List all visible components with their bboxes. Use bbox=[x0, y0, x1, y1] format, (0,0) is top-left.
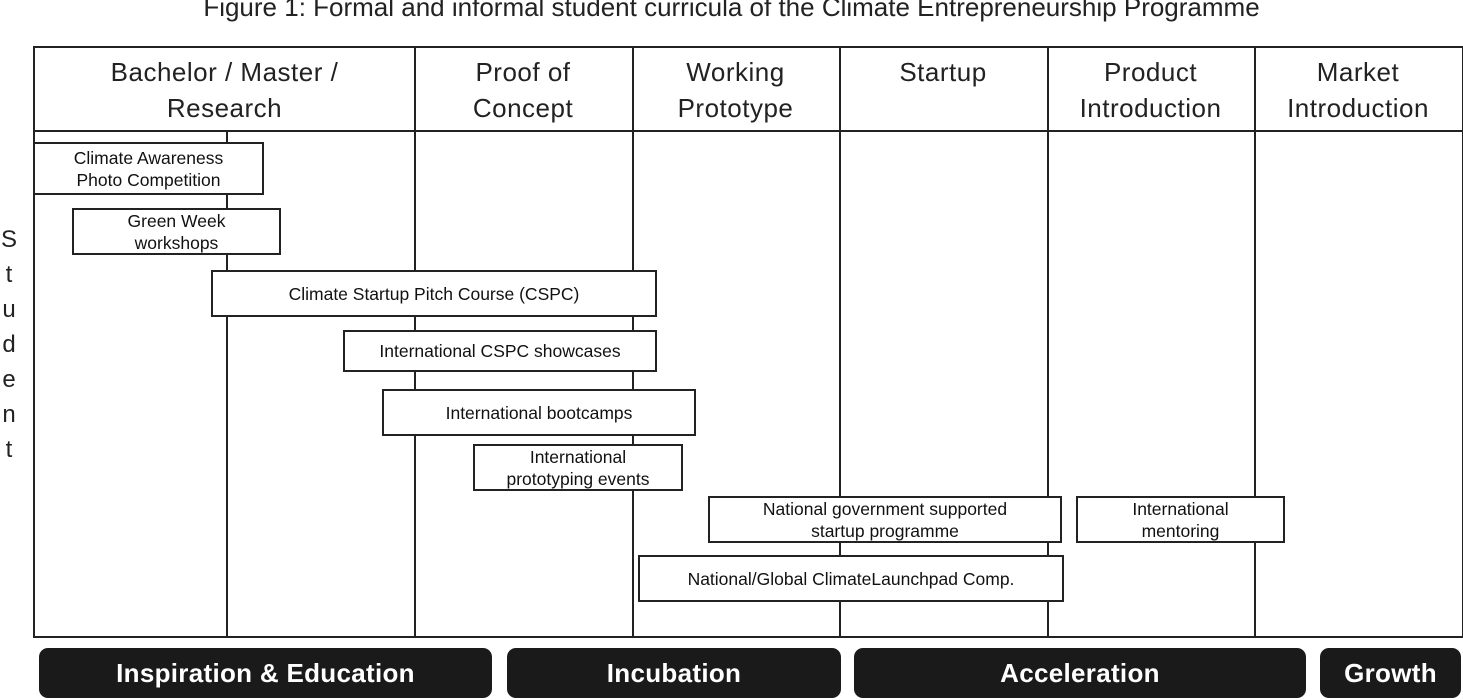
column-header-startup: Startup bbox=[899, 57, 987, 87]
side-letter: u bbox=[2, 296, 16, 323]
column-header-working-prototype: Working Prototype bbox=[677, 57, 794, 123]
side-letter: S bbox=[0, 226, 17, 253]
column-divider bbox=[1047, 48, 1049, 636]
phase-inspiration-education: Inspiration & Education bbox=[39, 648, 492, 698]
curriculum-grid: Bachelor / Master / Research Proof of Co… bbox=[33, 46, 1463, 638]
column-divider bbox=[1254, 48, 1256, 636]
side-letter: d bbox=[2, 331, 16, 358]
side-letter: t bbox=[5, 436, 13, 463]
column-divider bbox=[839, 48, 841, 636]
phase-growth: Growth bbox=[1320, 648, 1461, 698]
phase-incubation: Incubation bbox=[507, 648, 841, 698]
header-divider bbox=[35, 130, 1462, 132]
activity-international-bootcamps: International bootcamps bbox=[382, 389, 696, 436]
student-side-label: S t u d e n t bbox=[0, 222, 18, 467]
column-header-proof-of-concept: Proof of Concept bbox=[472, 57, 574, 123]
side-letter: t bbox=[5, 261, 13, 288]
column-header-product-introduction: Product Introduction bbox=[1079, 57, 1222, 123]
activity-international-cspc-showcases: International CSPC showcases bbox=[343, 330, 657, 372]
column-header-bachelor-master-research: Bachelor / Master / Research bbox=[110, 57, 339, 123]
sub-column-divider bbox=[226, 132, 228, 636]
side-letter: n bbox=[2, 401, 16, 428]
figure-title: Figure 1: Formal and informal student cu… bbox=[203, 0, 1260, 22]
activity-climate-startup-pitch-course: Climate Startup Pitch Course (CSPC) bbox=[211, 270, 657, 317]
column-header-market-introduction: Market Introduction bbox=[1287, 57, 1429, 123]
activity-climatelaunchpad-competition: National/Global ClimateLaunchpad Comp. bbox=[638, 555, 1064, 602]
phase-acceleration: Acceleration bbox=[854, 648, 1306, 698]
side-letter: e bbox=[2, 366, 16, 393]
